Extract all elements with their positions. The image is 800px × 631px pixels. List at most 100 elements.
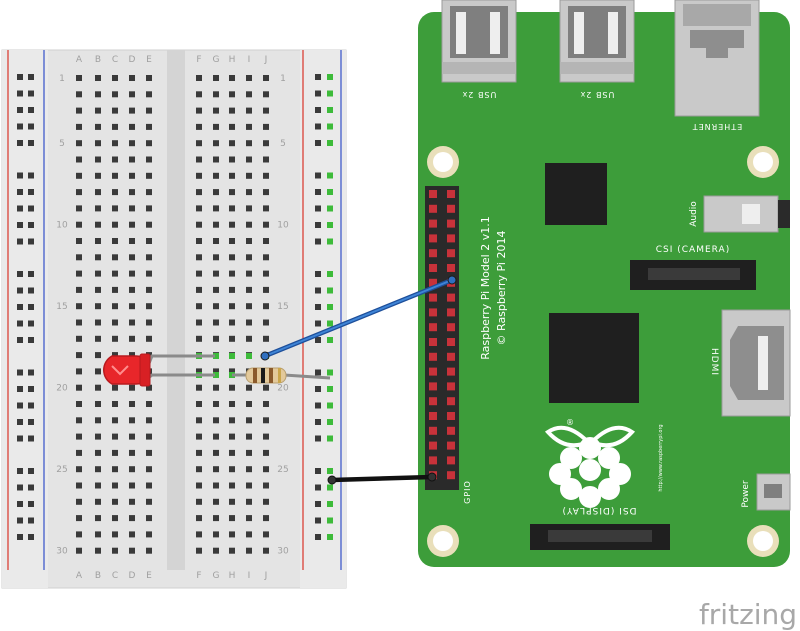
breadboard-hole xyxy=(229,221,235,228)
rail-hole xyxy=(28,402,34,409)
breadboard-hole xyxy=(229,368,235,375)
gpio-pin xyxy=(429,323,437,332)
csi-camera-connector xyxy=(630,260,756,290)
column-label: E xyxy=(146,571,152,581)
breadboard-hole xyxy=(246,221,252,228)
led-rim xyxy=(139,353,151,387)
resistor-band-4 xyxy=(278,368,281,383)
breadboard-hole xyxy=(229,384,235,391)
row-label: 10 xyxy=(56,221,68,231)
breadboard-hole xyxy=(76,107,82,114)
column-label: H xyxy=(229,571,236,581)
breadboard-hole xyxy=(146,270,152,277)
resistor-lead-right xyxy=(283,373,331,380)
rail-hole xyxy=(315,90,321,97)
breadboard-hole xyxy=(246,189,252,196)
breadboard-hole xyxy=(112,107,118,114)
breadboard-hole xyxy=(246,515,252,522)
breadboard-hole xyxy=(246,156,252,163)
breadboard-hole xyxy=(213,286,219,293)
rail-hole xyxy=(327,369,333,376)
breadboard-hole xyxy=(95,498,101,505)
breadboard-hole xyxy=(76,140,82,147)
breadboard-hole xyxy=(246,547,252,554)
led-highlight xyxy=(111,365,129,376)
breadboard-hole xyxy=(196,270,202,277)
breadboard-hole xyxy=(246,140,252,147)
rail-hole xyxy=(28,386,34,392)
breadboard-hole xyxy=(95,107,101,114)
breadboard-hole xyxy=(213,205,219,212)
rail-hole xyxy=(17,468,23,474)
breadboard-hole xyxy=(76,221,82,228)
breadboard-hole xyxy=(76,433,82,440)
breadboard-hole xyxy=(112,91,118,98)
column-label: D xyxy=(129,571,136,581)
breadboard-hole xyxy=(229,482,235,489)
breadboard-hole xyxy=(76,449,82,456)
rail-hole xyxy=(327,320,333,327)
breadboard-hole xyxy=(196,531,202,538)
resistor xyxy=(232,367,331,384)
breadboard-hole xyxy=(263,140,269,147)
breadboard-hole xyxy=(129,384,135,391)
breadboard-hole xyxy=(213,515,219,522)
breadboard-hole xyxy=(112,221,118,228)
breadboard-hole xyxy=(213,319,219,326)
breadboard-hole xyxy=(263,75,269,81)
breadboard-hole xyxy=(129,433,135,440)
breadboard-hole xyxy=(95,91,101,98)
breadboard-hole xyxy=(263,303,269,310)
breadboard-hole xyxy=(213,107,219,114)
breadboard-hole xyxy=(112,172,118,179)
breadboard-hole xyxy=(112,498,118,505)
breadboard-hole xyxy=(229,238,235,244)
breadboard-hole xyxy=(129,515,135,522)
breadboard-hole xyxy=(112,531,118,538)
rail-hole xyxy=(327,402,333,409)
column-label: B xyxy=(95,571,101,581)
breadboard-hole xyxy=(229,335,235,342)
breadboard-hole xyxy=(263,238,269,244)
breadboard-hole xyxy=(213,140,219,147)
row-label: 20 xyxy=(277,384,289,394)
breadboard-hole xyxy=(95,172,101,179)
breadboard-hole xyxy=(112,319,118,326)
row-label: 25 xyxy=(277,465,288,475)
mounting-hole-top-right xyxy=(747,146,779,178)
breadboard-hole xyxy=(146,140,152,147)
breadboard-hole xyxy=(112,75,118,81)
breadboard-hole xyxy=(95,221,101,228)
breadboard-hole xyxy=(112,270,118,277)
rail-hole xyxy=(327,287,333,294)
breadboard-hole xyxy=(213,270,219,277)
breadboard-hole xyxy=(196,449,202,456)
gpio-pin xyxy=(429,456,437,465)
breadboard-hole xyxy=(229,205,235,212)
gpio-pin xyxy=(429,397,437,406)
rail-hole xyxy=(28,534,34,540)
breadboard-hole xyxy=(146,221,152,228)
power-label: Power xyxy=(741,480,751,508)
row-label: 10 xyxy=(277,221,289,231)
raspberrypi-url: http://www.raspberrypi.org xyxy=(658,424,664,491)
breadboard-hole xyxy=(213,433,219,440)
breadboard-hole xyxy=(146,401,152,407)
breadboard-hole xyxy=(112,417,118,424)
rail-hole xyxy=(17,271,23,277)
breadboard-hole xyxy=(246,123,252,130)
rail-hole xyxy=(17,517,23,524)
rail-hole xyxy=(315,271,321,277)
breadboard-hole xyxy=(95,352,101,359)
breadboard-hole xyxy=(229,498,235,505)
rail-hole xyxy=(17,123,23,130)
breadboard-hole xyxy=(213,189,219,196)
breadboard-hole xyxy=(196,123,202,130)
ethernet-port xyxy=(674,0,760,117)
rail-hole xyxy=(327,468,333,474)
column-label: J xyxy=(264,55,268,65)
row-label: 1 xyxy=(59,74,65,84)
breadboard-hole xyxy=(112,303,118,310)
breadboard-hole xyxy=(76,172,82,179)
